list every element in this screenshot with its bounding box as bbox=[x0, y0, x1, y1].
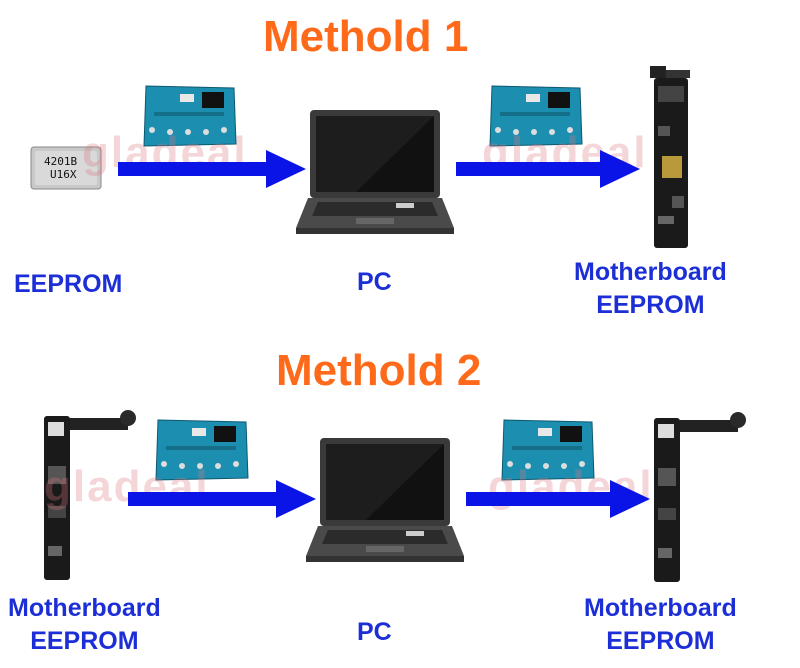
flow-arrow bbox=[128, 480, 316, 518]
motherboard-label-line2: EEPROM bbox=[30, 627, 139, 655]
svg-text:U16X: U16X bbox=[50, 168, 77, 181]
laptop-pc-image bbox=[296, 110, 454, 234]
laptop-pc-image bbox=[306, 438, 464, 562]
programmer-board-image bbox=[501, 419, 595, 481]
motherboard-label-line2: EEPROM bbox=[606, 627, 715, 655]
flow-arrow bbox=[456, 150, 640, 188]
motherboard-image bbox=[654, 412, 746, 582]
motherboard-image bbox=[44, 410, 136, 580]
motherboard-label-line1: Motherboard bbox=[574, 258, 727, 286]
svg-text:4201B: 4201B bbox=[44, 155, 77, 168]
flow-arrow bbox=[466, 480, 650, 518]
motherboard-image bbox=[650, 66, 690, 248]
pc-label: PC bbox=[357, 618, 392, 646]
programmer-board-image bbox=[489, 85, 583, 147]
motherboard-eeprom-label: Motherboard EEPROM bbox=[8, 592, 161, 658]
programmer-board-image bbox=[155, 419, 249, 481]
method-1-title: Methold 1 bbox=[263, 12, 469, 61]
eeprom-label: EEPROM bbox=[14, 270, 123, 298]
motherboard-label-line1: Motherboard bbox=[584, 594, 737, 622]
eeprom-chip-image: 4201B U16X bbox=[30, 146, 102, 190]
flow-arrow bbox=[118, 150, 306, 188]
motherboard-eeprom-label: Motherboard EEPROM bbox=[574, 256, 727, 322]
motherboard-label-line1: Motherboard bbox=[8, 594, 161, 622]
motherboard-eeprom-label: Motherboard EEPROM bbox=[584, 592, 737, 658]
method-2-title: Methold 2 bbox=[276, 346, 482, 395]
pc-label: PC bbox=[357, 268, 392, 296]
motherboard-label-line2: EEPROM bbox=[596, 291, 705, 319]
programmer-board-image bbox=[143, 85, 237, 147]
